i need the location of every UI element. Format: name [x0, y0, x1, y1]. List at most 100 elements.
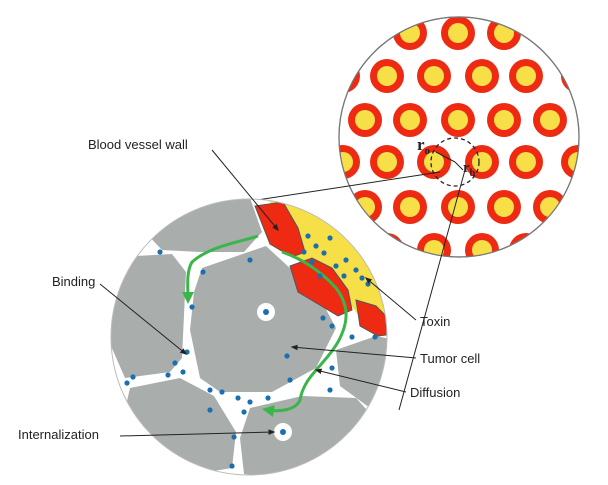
- capillary-wall-17: [579, 103, 608, 137]
- zoom-connector-left: [230, 171, 441, 205]
- toxin-particles: [124, 233, 378, 469]
- capillary-lumen-20: [424, 152, 444, 172]
- toxin-dot-2: [247, 257, 253, 263]
- toxin-dot-35: [301, 249, 307, 255]
- toxin-dot-12: [235, 395, 241, 401]
- label-diffusion-group: Diffusion: [314, 368, 460, 400]
- capillary-lumen-2: [448, 23, 468, 43]
- capillary-lumen-10: [516, 66, 536, 86]
- capillary-lumen-21: [472, 152, 492, 172]
- capillary-lumen-29: [586, 197, 606, 217]
- capillary-lumen-14: [448, 110, 468, 130]
- capillary-lumen-7: [377, 66, 397, 86]
- toxin-dot-0: [157, 249, 163, 255]
- toxin-dot-23: [349, 334, 355, 340]
- capillary-lumen-16: [540, 110, 560, 130]
- toxin-dot-14: [241, 409, 247, 415]
- capillary-lumen-8: [424, 66, 444, 86]
- label-diffusion: Diffusion: [410, 385, 460, 400]
- toxin-dot-34: [359, 275, 365, 281]
- toxin-dot-20: [284, 353, 290, 359]
- toxin-dot-28: [313, 243, 319, 249]
- tumor-cell-bottom-right: [240, 396, 376, 475]
- capillary-wall-6: [339, 59, 360, 93]
- toxin-dot-25: [329, 365, 335, 371]
- capillary-lumen-17: [586, 110, 606, 130]
- label-binding: Binding: [52, 274, 95, 289]
- capillary-lumen-18: [339, 152, 353, 172]
- leader-diffusion: [314, 368, 407, 393]
- toxin-dot-24: [372, 334, 378, 340]
- capillary-wall-11: [561, 59, 579, 93]
- capillary-lumen-19: [377, 152, 397, 172]
- label-blood-vessel-wall: Blood vessel wall: [88, 137, 188, 152]
- toxin-dot-15: [231, 434, 237, 440]
- capillary-wall-29: [579, 190, 608, 224]
- vessel-wall-cell-2: [289, 257, 353, 317]
- rb-radius-line: [454, 161, 464, 171]
- capillary-lumen-26: [448, 197, 468, 217]
- capillary-lumen-9: [472, 66, 492, 86]
- label-tumor-cell: Tumor cell: [420, 351, 480, 366]
- toxin-dot-21: [329, 323, 335, 329]
- capillary-lumen-22: [516, 152, 536, 172]
- toxin-dot-9: [124, 380, 130, 386]
- capillary-lumen-0: [355, 23, 375, 43]
- label-toxin: Toxin: [420, 314, 450, 329]
- toxin-dot-32: [343, 257, 349, 263]
- rb-symbol: rb: [463, 160, 476, 179]
- toxin-dot-16: [229, 463, 235, 469]
- capillary-lumen-4: [540, 23, 560, 43]
- diffusion-arrow-left: [181, 234, 259, 304]
- toxin-dot-10: [207, 387, 213, 393]
- leader-tumor-cell: [290, 344, 417, 359]
- toxin-dot-19: [287, 377, 293, 383]
- capillary-lumen-27: [494, 197, 514, 217]
- toxin-dot-18: [265, 395, 271, 401]
- label-internalization-group: Internalization: [18, 427, 276, 442]
- capillary-lumen-11: [568, 66, 579, 86]
- label-toxin-group: Toxin: [364, 277, 450, 329]
- internalized-toxin-bottom: [280, 429, 286, 435]
- tumor-cell-top: [145, 199, 262, 252]
- toxin-dot-11: [219, 389, 225, 395]
- capillary-lumen-34: [516, 240, 536, 257]
- ro-dashed-circle: [430, 137, 480, 187]
- capillary-wall-35: [561, 233, 579, 257]
- toxin-dot-26: [327, 387, 333, 393]
- capillary-wall-34: [509, 233, 543, 257]
- capillary-wall-0: [348, 17, 382, 50]
- capillary-lumen-24: [355, 197, 375, 217]
- capillary-wall-4: [533, 17, 567, 50]
- toxin-dot-39: [309, 259, 315, 265]
- capillary-lumen-12: [355, 110, 375, 130]
- capillary-lumen-6: [339, 66, 353, 86]
- toxin-dot-29: [321, 250, 327, 256]
- leader-internalization: [119, 429, 276, 437]
- capillary-lumen-25: [400, 197, 420, 217]
- leader-toxin: [364, 277, 417, 321]
- capillary-lumen-5: [586, 23, 606, 43]
- toxin-dot-36: [341, 273, 347, 279]
- label-internalization: Internalization: [18, 427, 99, 442]
- ro-symbol: ro: [417, 135, 431, 157]
- capillary-wall-5: [579, 16, 608, 50]
- toxin-dot-22: [320, 315, 326, 321]
- toxin-dot-3: [189, 304, 195, 310]
- label-tumor-cell-group: Tumor cell: [290, 344, 480, 366]
- toxin-dot-33: [353, 267, 359, 273]
- ro-radius-line: [435, 151, 456, 163]
- toxin-dot-30: [327, 235, 333, 241]
- capillary-lumen-35: [568, 240, 579, 257]
- capillary-wall-31: [370, 233, 404, 257]
- tumor-tissue-view: [110, 198, 388, 476]
- toxin-dot-13: [207, 407, 213, 413]
- toxin-dot-37: [317, 273, 323, 279]
- toxin-dot-5: [172, 360, 178, 366]
- leader-binding: [99, 283, 188, 355]
- label-binding-group: Binding: [52, 274, 188, 355]
- toxin-dot-1: [200, 269, 206, 275]
- vessel-wall-cell-3: [355, 299, 387, 337]
- label-blood-vessel-wall-group: Blood vessel wall: [88, 137, 279, 232]
